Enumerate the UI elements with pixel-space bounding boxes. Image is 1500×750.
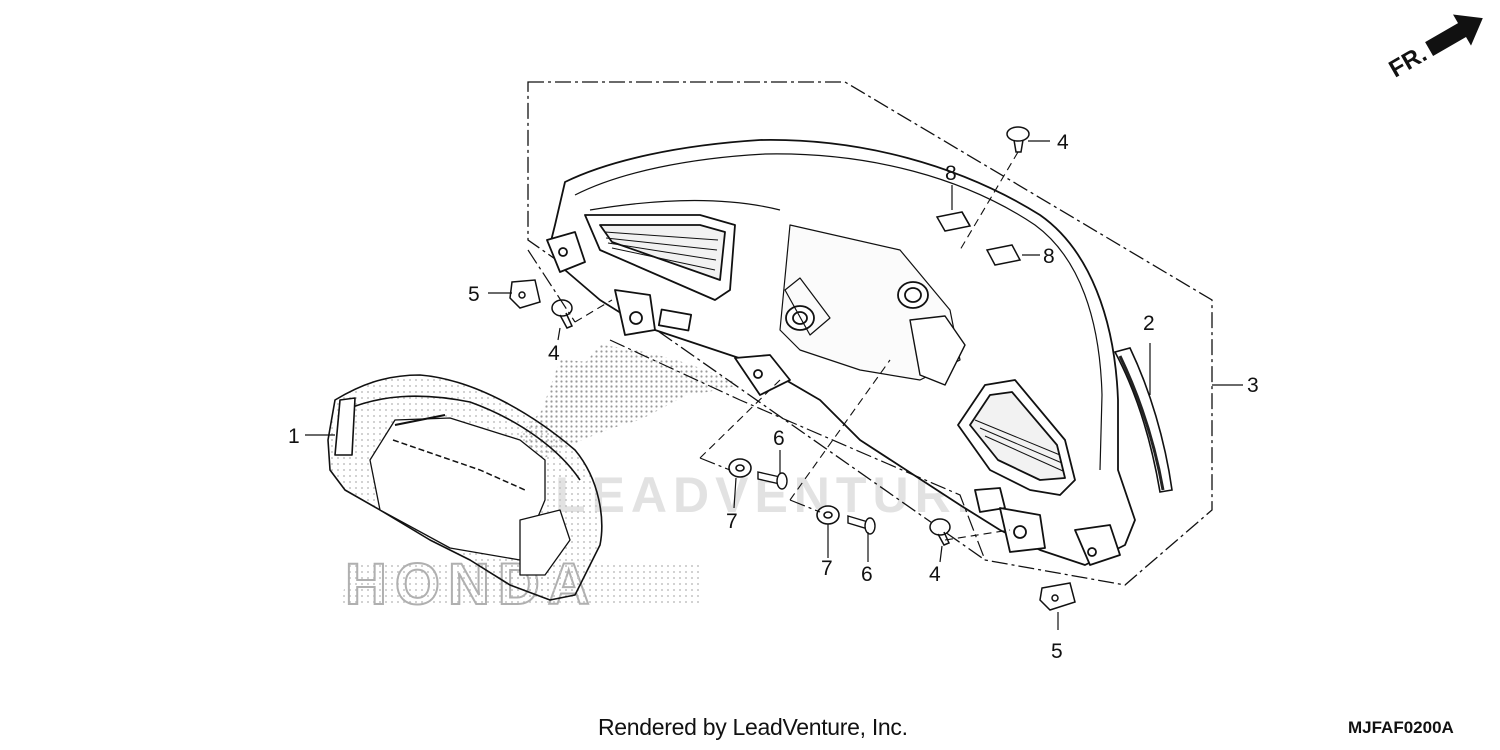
callout-5-left: 5 — [468, 283, 480, 306]
front-direction-marker: FR. — [1385, 14, 1483, 83]
footer-credit: Rendered by LeadVenture, Inc. — [598, 714, 908, 740]
dashed-guide-lines — [574, 151, 1019, 541]
callout-3: 3 — [1247, 374, 1259, 397]
meter-panel-body — [546, 139, 1136, 566]
seal-strip-part2 — [1113, 347, 1173, 493]
screw-part4 — [551, 126, 1030, 546]
callout-7-left: 7 — [726, 510, 738, 533]
leader-lines — [305, 140, 1243, 630]
bolt-part6 — [757, 471, 876, 535]
callout-8-right: 8 — [1043, 245, 1055, 268]
callout-2: 2 — [1143, 312, 1155, 335]
callout-7-right: 7 — [821, 557, 833, 580]
meter-assembly-part1 — [327, 374, 603, 601]
clip-part5 — [509, 279, 1076, 611]
callout-1: 1 — [288, 425, 300, 448]
diagram-code: MJFAF0200A — [1348, 718, 1454, 737]
callout-6-left: 6 — [773, 427, 785, 450]
callout-4-bottom: 4 — [929, 563, 941, 586]
fr-label: FR. — [1385, 40, 1432, 83]
callout-8-top: 8 — [945, 162, 957, 185]
callouts: 1 2 3 4 4 4 5 5 6 6 7 7 8 8 — [288, 131, 1259, 663]
front-arrow-icon — [1425, 14, 1483, 56]
callout-4-top: 4 — [1057, 131, 1069, 154]
dash-dot-link-lines — [527, 249, 986, 561]
callout-4-left: 4 — [548, 342, 560, 365]
callout-5-bottom: 5 — [1051, 640, 1063, 663]
foam-pad-part8 — [935, 211, 1022, 266]
callout-6-right: 6 — [861, 563, 873, 586]
washer-part7 — [728, 458, 840, 525]
